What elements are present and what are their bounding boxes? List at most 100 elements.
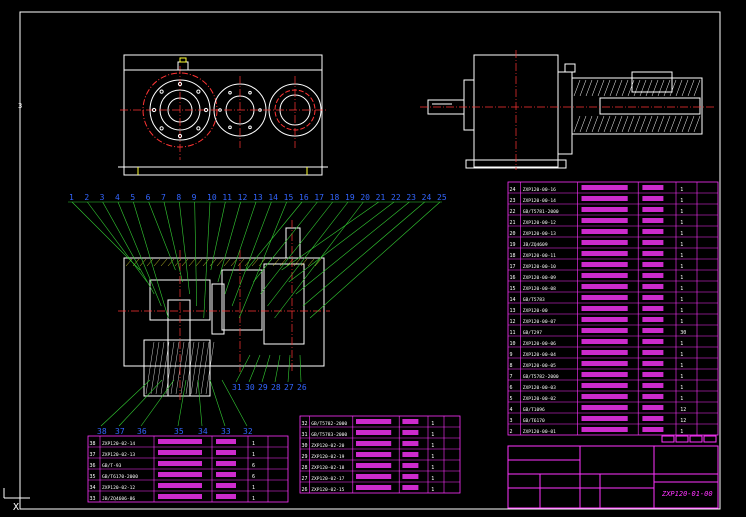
leader-line — [281, 201, 379, 271]
part-number: 2 — [510, 429, 513, 435]
balloon-number: 18 — [330, 193, 340, 202]
part-material-glyphs — [216, 450, 236, 455]
part-code: ZXP120-02-18 — [311, 465, 344, 471]
part-code: GB/T6170-2000 — [102, 474, 138, 480]
part-material-glyphs — [642, 218, 664, 223]
hatch-line — [639, 79, 647, 97]
part-name-glyphs — [581, 185, 628, 190]
part-code: ZXP120-02-14 — [102, 441, 135, 447]
part-number: 34 — [90, 485, 96, 491]
part-qty: 1 — [680, 209, 683, 215]
leader-line — [299, 354, 302, 383]
bolt-hole — [258, 108, 262, 112]
part-material-glyphs — [642, 416, 664, 421]
hatch-line — [579, 115, 587, 133]
part-qty: 12 — [680, 407, 686, 413]
part-material-glyphs — [642, 295, 664, 300]
part-name-glyphs — [356, 419, 392, 424]
part-name-glyphs — [581, 383, 628, 388]
leader-line — [148, 201, 176, 271]
hatch-line — [160, 341, 170, 395]
part-code: ZXP120-00-07 — [523, 319, 556, 325]
part-number: 4 — [510, 407, 513, 413]
part-material-glyphs — [642, 328, 664, 333]
side-view-vent — [564, 63, 576, 73]
part-name-glyphs — [158, 483, 202, 488]
hatch-line — [663, 79, 671, 97]
part-code: ZXP120-02-15 — [311, 487, 344, 493]
hatch-line — [155, 341, 165, 395]
leader-line — [203, 201, 211, 319]
hatch-line — [573, 79, 581, 97]
leader-line — [274, 354, 281, 383]
part-qty: 1 — [680, 231, 683, 237]
leader-line — [287, 354, 291, 383]
part-number: 28 — [302, 465, 308, 471]
part-name-glyphs — [581, 251, 628, 256]
section-view-gear-b — [221, 269, 263, 331]
hatch-line — [200, 341, 210, 395]
leader-line — [235, 354, 251, 383]
section-view-housing — [123, 257, 325, 367]
part-material-glyphs — [216, 461, 236, 466]
bolt-hole — [228, 125, 232, 130]
balloon-number: 9 — [192, 193, 197, 202]
balloon-number: 25 — [437, 193, 447, 202]
hatch-line — [681, 115, 689, 133]
hatch-line — [615, 79, 623, 97]
part-qty: 1 — [680, 220, 683, 226]
hatch-line — [693, 115, 701, 133]
balloon-number: 3 — [100, 193, 105, 202]
balloon-number: 11 — [222, 193, 232, 202]
leader-line — [274, 201, 364, 319]
leader-line — [163, 201, 183, 283]
side-view-screw — [599, 97, 701, 115]
part-code: ZXP120-00-06 — [523, 341, 556, 347]
leader-line — [140, 379, 175, 427]
hatch-line — [597, 79, 605, 97]
part-name-glyphs — [581, 273, 628, 278]
leader-line — [238, 201, 287, 319]
leader-line — [209, 379, 226, 427]
section-view-gear-c — [263, 263, 305, 345]
hatch-line — [651, 115, 659, 133]
part-code: GB/T297 — [523, 330, 543, 336]
leader-line — [87, 201, 148, 283]
part-qty: 1 — [431, 476, 434, 482]
hatch-line — [230, 258, 238, 267]
hatch-line — [579, 79, 587, 97]
part-code: ZXP120-00-01 — [523, 429, 556, 435]
balloon-number: 19 — [345, 193, 355, 202]
title-block-mark — [661, 435, 675, 443]
leader-line — [253, 201, 318, 283]
part-material-glyphs — [402, 419, 419, 424]
part-qty: 1 — [680, 385, 683, 391]
part-code: ZXP120-00-03 — [523, 385, 556, 391]
part-name-glyphs — [581, 317, 628, 322]
balloon-number: 20 — [360, 193, 370, 202]
hatch-line — [585, 79, 593, 97]
balloon-number: 14 — [268, 193, 278, 202]
part-material-glyphs — [642, 284, 664, 289]
part-name-glyphs — [356, 430, 392, 435]
part-material-glyphs — [642, 240, 664, 245]
bolt-hole — [159, 89, 164, 94]
part-code: GB/T5782-2000 — [311, 421, 347, 427]
balloon-number: 30 — [245, 383, 255, 392]
part-name-glyphs — [581, 240, 628, 245]
balloon-number: 35 — [174, 427, 184, 436]
bolt-hole — [196, 126, 201, 131]
part-number: 37 — [90, 452, 96, 458]
part-code: GB/T5783 — [523, 297, 545, 303]
part-material-glyphs — [642, 350, 664, 355]
leader-line — [267, 201, 349, 307]
leader-lines — [68, 201, 442, 427]
part-number: 18 — [510, 253, 516, 259]
balloon-number: 2 — [84, 193, 89, 202]
part-name-glyphs — [356, 485, 392, 490]
balloon-number: 5 — [130, 193, 135, 202]
part-qty: 1 — [680, 308, 683, 314]
part-qty: 1 — [680, 341, 683, 347]
hatch-line — [185, 341, 195, 395]
